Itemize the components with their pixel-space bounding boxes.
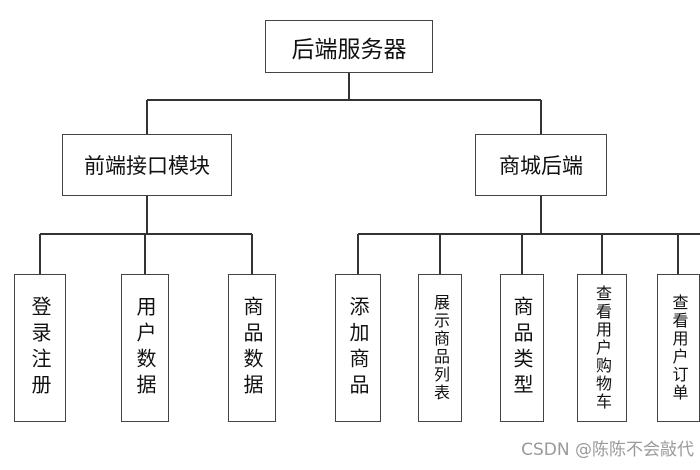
leaf-label: 商品数据 — [240, 296, 264, 400]
leaf-label: 登录注册 — [28, 296, 52, 400]
node-frontend-interface: 前端接口模块 — [62, 134, 232, 196]
node-label: 商城后端 — [499, 154, 583, 178]
leaf-label: 商品类型 — [510, 296, 534, 400]
leaf-show-product-list: 展示商品列表 — [418, 274, 462, 422]
leaf-label: 添加商品 — [346, 296, 370, 400]
leaf-label: 查看用户购物车 — [593, 285, 612, 411]
leaf-user-data: 用户数据 — [121, 274, 169, 422]
leaf-add-product: 添加商品 — [335, 274, 381, 422]
leaf-product-type: 商品类型 — [500, 274, 544, 422]
root-node: 后端服务器 — [265, 20, 433, 73]
node-mall-backend: 商城后端 — [475, 134, 607, 196]
root-node-label: 后端服务器 — [291, 36, 407, 63]
leaf-label: 展示商品列表 — [431, 294, 450, 402]
leaf-view-user-cart: 查看用户购物车 — [577, 274, 627, 422]
leaf-product-data: 商品数据 — [228, 274, 276, 422]
leaf-login-register: 登录注册 — [14, 274, 66, 422]
node-label: 前端接口模块 — [84, 154, 210, 178]
leaf-label: 用户数据 — [133, 296, 157, 400]
leaf-label: 查看用户订单 — [669, 294, 689, 402]
watermark-text: CSDN @陈陈不会敲代 — [521, 440, 694, 460]
leaf-view-user-orders: 查看用户订单 — [657, 274, 700, 422]
